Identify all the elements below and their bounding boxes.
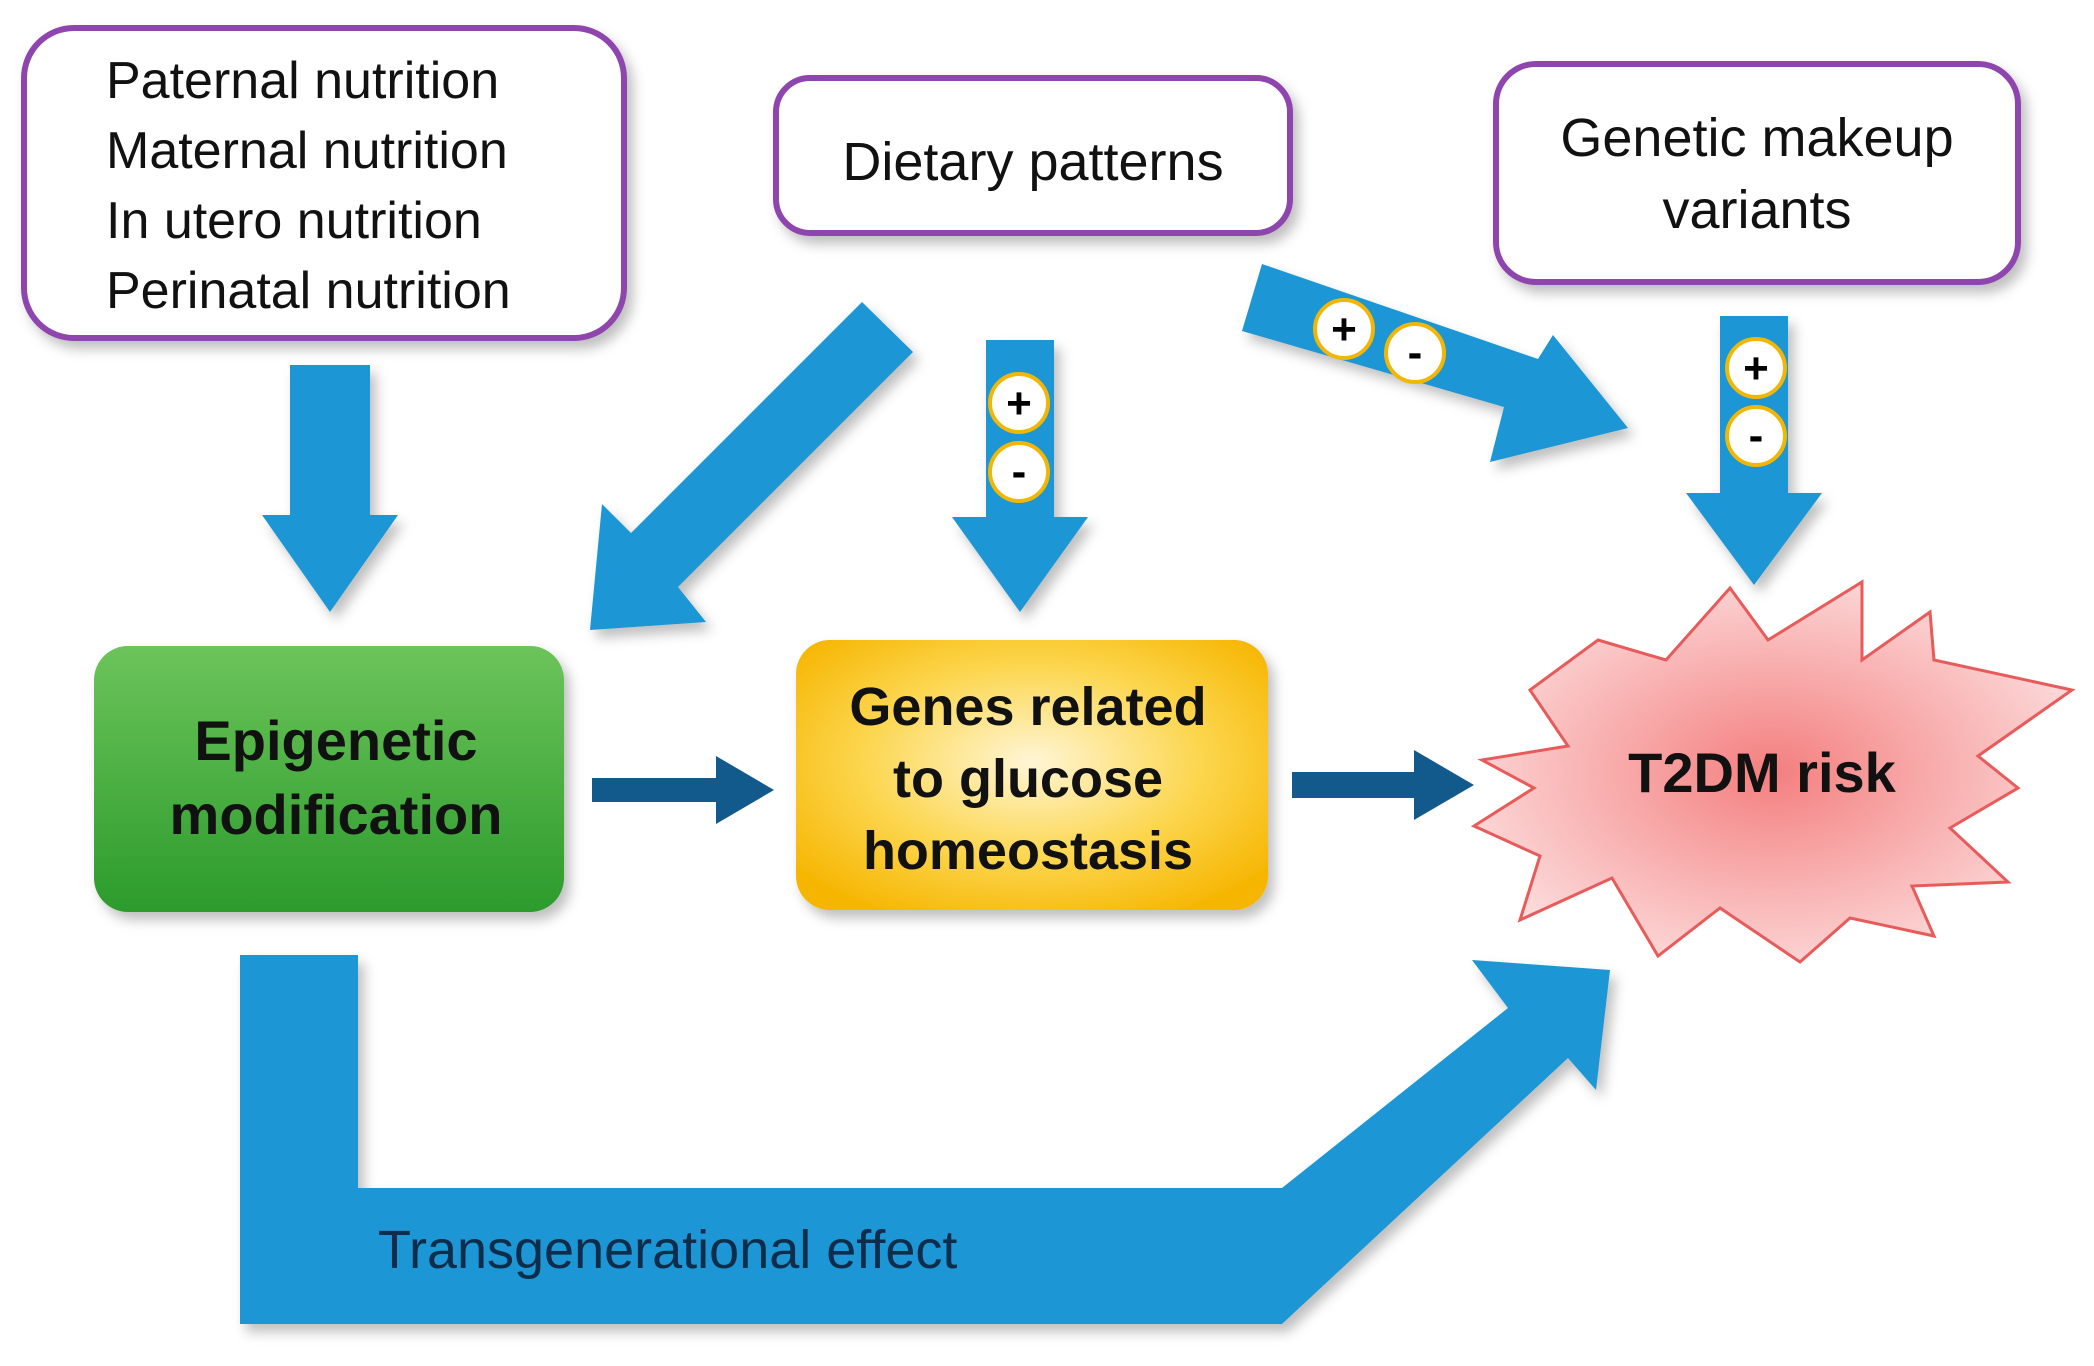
genes-line-1: Genes related [849, 677, 1206, 737]
plus-sign-genetic-risk: + [1725, 337, 1787, 399]
svg-text:-: - [1749, 411, 1764, 460]
dietary-patterns-label: Dietary patterns [842, 132, 1223, 192]
minus-sign-dietary-genes: - [988, 441, 1050, 503]
svg-text:+: + [1331, 305, 1357, 354]
epigenetic-modification-box [94, 646, 564, 912]
nutrition-line-4: Perinatal nutrition [106, 262, 511, 320]
nutrition-line-2: Maternal nutrition [106, 122, 508, 180]
plus-sign-dietary-genes: + [988, 372, 1050, 434]
genes-line-3: homeostasis [863, 821, 1193, 881]
t2dm-risk-label: T2DM risk [1628, 741, 1896, 804]
dietary-patterns-box [773, 75, 1293, 236]
genetic-makeup-box [1493, 61, 2021, 285]
genetic-makeup-line-2: variants [1662, 180, 1851, 240]
svg-text:+: + [1743, 344, 1769, 393]
arrow-epigenetic-to-genes [592, 756, 774, 824]
genes-glucose-homeostasis-box [796, 640, 1268, 910]
genes-line-2: to glucose [893, 749, 1163, 809]
arrow-genes-to-risk [1292, 750, 1474, 820]
minus-sign-genetic-risk: - [1725, 405, 1787, 467]
arrow-dietary-to-epigenetic [590, 302, 913, 630]
nutrition-box [21, 25, 627, 341]
arrow-transgenerational [240, 955, 1610, 1324]
t2dm-risk-starburst [1470, 579, 2076, 964]
plus-sign-dietary-risk: + [1313, 298, 1375, 360]
epigenetic-line-2: modification [170, 783, 503, 846]
nutrition-line-1: Paternal nutrition [106, 52, 499, 110]
arrow-nutrition-to-epigenetic [262, 365, 398, 612]
svg-text:+: + [1006, 379, 1032, 428]
genetic-makeup-line-1: Genetic makeup [1560, 108, 1953, 168]
minus-sign-dietary-risk: - [1384, 322, 1446, 384]
svg-text:-: - [1012, 447, 1027, 496]
nutrition-line-3: In utero nutrition [106, 192, 482, 250]
transgenerational-effect-label: Transgenerational effect [378, 1220, 957, 1280]
svg-text:-: - [1408, 328, 1423, 377]
epigenetic-line-1: Epigenetic [194, 709, 477, 772]
